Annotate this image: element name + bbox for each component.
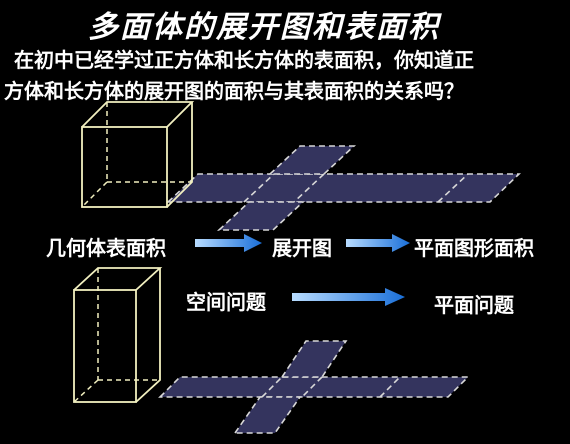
cuboid-net-face: [158, 376, 470, 398]
cuboid-front-face: [73, 289, 137, 403]
cuboid-hidden-edges: [73, 268, 160, 403]
cube-net-face: [216, 201, 306, 231]
arrow-to-net: [195, 234, 262, 252]
flow-plane-problem-label: 平面问题: [434, 293, 514, 317]
cuboid-net: [158, 340, 470, 434]
cube-net-face: [165, 173, 521, 203]
cube-net: [165, 145, 521, 231]
page-title: 多面体的展开图和表面积: [88, 10, 440, 45]
intro-line-1: 在初中已经学过正方体和长方体的表面积，你知道正: [14, 48, 474, 72]
cuboid-net-fold: [379, 376, 401, 398]
flow-surface-area-label: 几何体表面积: [46, 236, 166, 260]
arrow-to-plane-area: [346, 234, 410, 252]
flow-plane-area-label: 平面图形面积: [414, 236, 534, 260]
cuboid-net-face: [233, 396, 302, 434]
flow-net-label: 展开图: [272, 236, 332, 260]
cube-net-face: [267, 145, 357, 175]
intro-line-2: 方体和长方体的展开图的面积与其表面积的关系吗？: [4, 79, 464, 103]
cube-front-face: [81, 126, 168, 208]
cube-top-face: [81, 101, 195, 128]
cuboid-solid: [73, 267, 163, 403]
cuboid-net-fold: [261, 376, 283, 398]
cuboid-right-edge: [135, 268, 161, 403]
cube-net-fold: [437, 173, 469, 203]
arrow-space-to-plane: [292, 288, 405, 306]
cube-net-fold: [243, 173, 275, 203]
cuboid-top-face: [73, 267, 163, 291]
flow-space-problem-label: 空间问题: [186, 290, 266, 314]
cuboid-net-fold: [301, 376, 323, 398]
cube-hidden-edges: [81, 102, 192, 208]
cube-net-fold: [293, 173, 325, 203]
cuboid-net-face: [280, 340, 348, 378]
